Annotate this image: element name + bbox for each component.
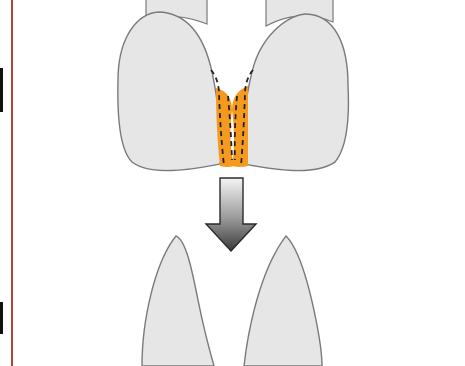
lower-right-tooth bbox=[244, 236, 322, 366]
incisor-crowns-icon bbox=[118, 12, 349, 171]
upper-left-incisor bbox=[118, 12, 221, 171]
incisor-crowns-reduced-icon bbox=[142, 236, 322, 366]
lower-left-tooth bbox=[142, 236, 214, 366]
down-arrow-icon bbox=[206, 178, 256, 251]
upper-right-incisor bbox=[243, 14, 348, 171]
